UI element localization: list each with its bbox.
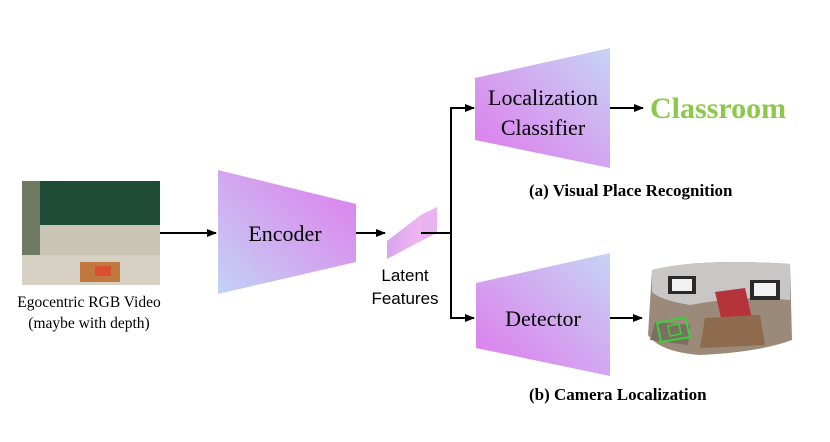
caption-camera-localization: (b) Camera Localization [529, 385, 707, 404]
classifier-label-line1: Localization [488, 85, 598, 110]
point-cloud-scene [648, 262, 792, 355]
detector-label: Detector [505, 306, 581, 331]
latent-label-line2: Features [371, 289, 438, 308]
encoder-label: Encoder [248, 221, 322, 246]
place-label: Classroom [650, 92, 786, 125]
latent-label-line1: Latent [381, 266, 429, 285]
egocentric-video-frame [22, 181, 160, 285]
classifier-label-line2: Classifier [501, 115, 586, 140]
caption-visual-place-recognition: (a) Visual Place Recognition [529, 181, 733, 200]
classifier-block [475, 48, 610, 168]
input-caption-line1: Egocentric RGB Video [17, 294, 161, 311]
encoder-block [218, 170, 356, 294]
input-caption-line2: (maybe with depth) [28, 315, 149, 332]
detector-block [476, 253, 610, 376]
